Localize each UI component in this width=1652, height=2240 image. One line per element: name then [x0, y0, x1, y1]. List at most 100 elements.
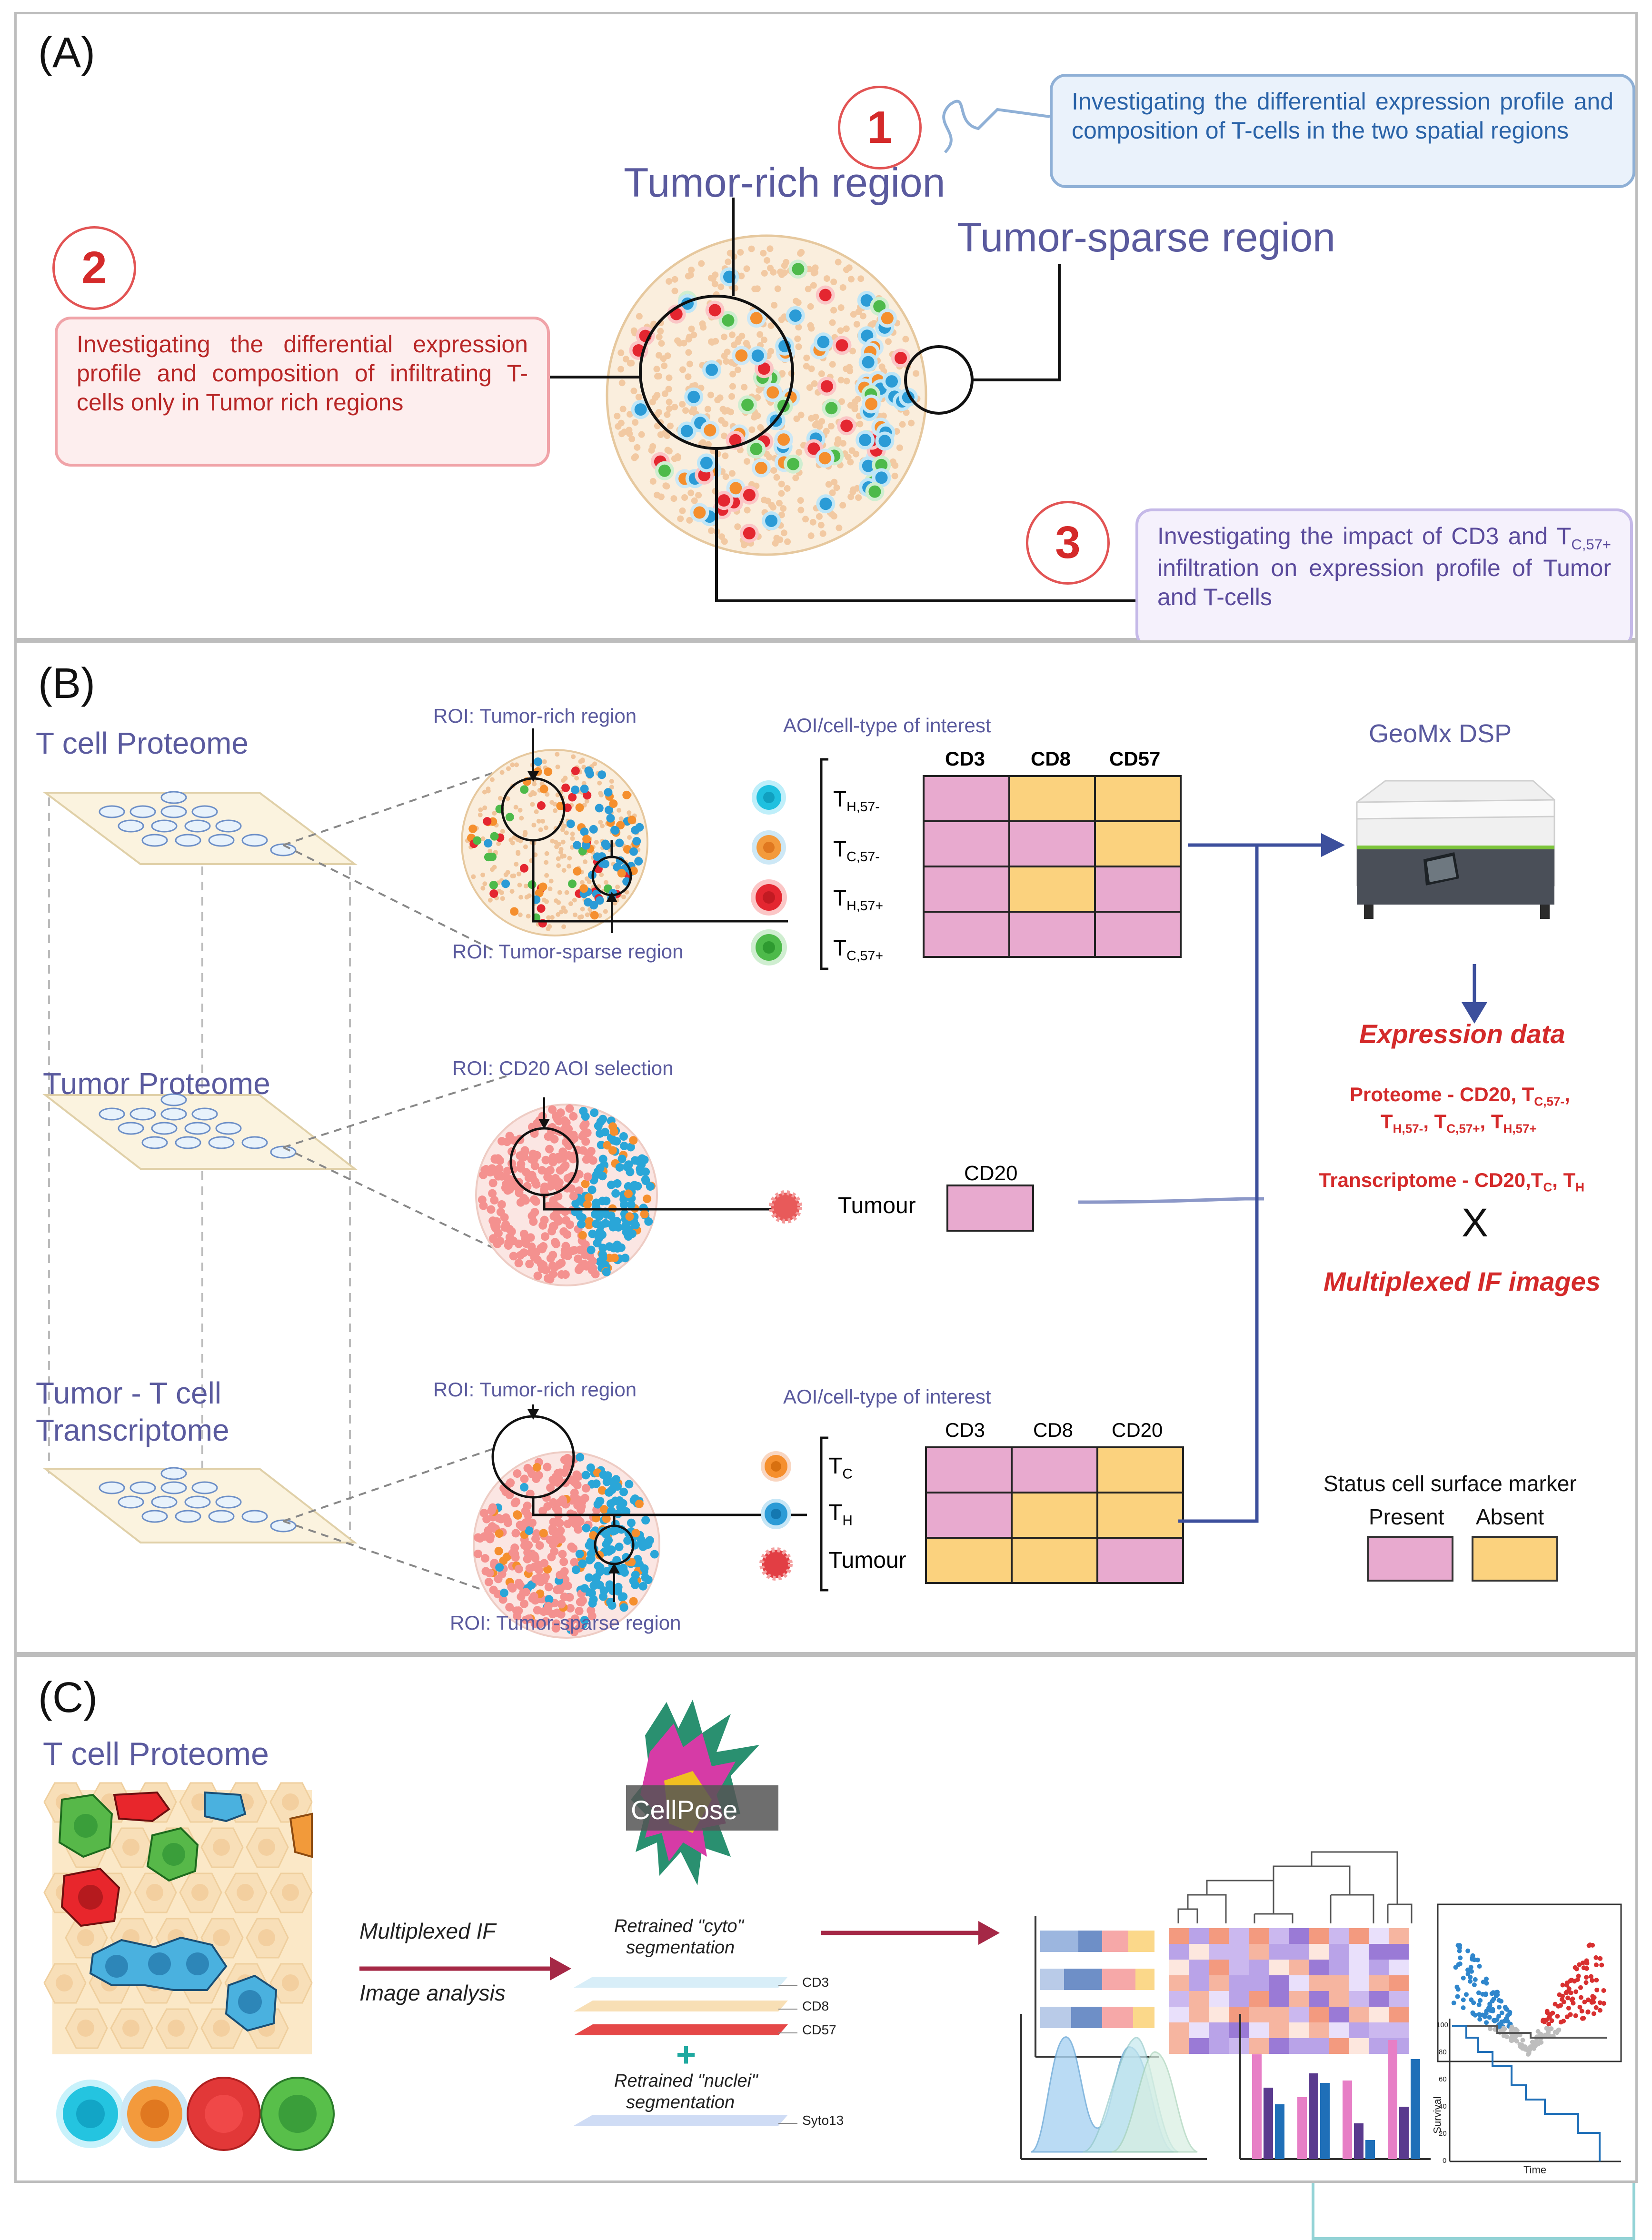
row-title-transcriptome-2: Transcriptome — [36, 1413, 229, 1447]
panel-b: (B) — [14, 640, 1638, 2240]
nuclei-label-1: Retrained "nuclei" — [614, 2071, 758, 2091]
row-label: TH,57+ — [833, 886, 883, 914]
layer-label-cd57: CD57 — [802, 2022, 836, 2037]
roi-label: ROI: Tumor-sparse region — [450, 1612, 681, 1634]
panel-c-title: T cell Proteome — [43, 1736, 269, 1772]
slide-regions — [99, 791, 297, 1533]
flow-arrows — [1078, 833, 1487, 1523]
objective-box-3: Investigating the impact of CD3 and TC,5… — [1135, 508, 1633, 649]
panel-c-label: (C) — [38, 1674, 98, 1722]
tumor-sparse-label: Tumor-sparse region — [957, 215, 1335, 260]
stacked-bar-plot — [1035, 1916, 1159, 2058]
objective-box-1: Investigating the differential expressio… — [1050, 74, 1635, 188]
survival-tick: 0 — [1443, 2157, 1447, 2165]
geomx-title: GeoMx DSP — [1369, 719, 1512, 748]
row-label: Tumour — [828, 1548, 906, 1573]
panel-b-label: (B) — [38, 660, 95, 707]
roi-label: ROI: Tumor-sparse region — [452, 940, 684, 963]
row-label: TH — [828, 1500, 853, 1529]
layer-label-cd3: CD3 — [802, 1975, 829, 1990]
objective-text-3-sub: C,57+ — [1571, 536, 1611, 553]
cyto-label-1: Retrained "cyto" — [614, 1916, 744, 1936]
layer-label-cd8: CD8 — [802, 1999, 829, 2013]
survival-tick: 100 — [1436, 2021, 1449, 2029]
panel-a-label: (A) — [38, 29, 95, 77]
table-header: CD20 — [1112, 1419, 1163, 1441]
multiplexed-if-title: Multiplexed IF images — [1324, 1266, 1601, 1296]
arrow-label-2: Image analysis — [359, 1981, 506, 2005]
arrow-label-1: Multiplexed IF — [359, 1919, 496, 1943]
tumor-rich-label: Tumor-rich region — [624, 160, 945, 206]
survival-tick: 40 — [1439, 2102, 1447, 2111]
row-label: Tumour — [838, 1193, 916, 1218]
survival-tick: 80 — [1439, 2048, 1447, 2056]
geomx-instrument-icon — [1356, 780, 1555, 919]
times-symbol: X — [1462, 1200, 1489, 1245]
segmentation-layers — [574, 1977, 797, 2126]
cellpose-logo-icon — [626, 1700, 778, 1885]
objective-text-3-post: infiltration on expression profile of Tu… — [1157, 554, 1611, 610]
nuclei-label-2: segmentation — [626, 2092, 735, 2112]
aoi-title: AOI/cell-type of interest — [783, 714, 991, 737]
panel-c: (C) T cell Proteome — [14, 1654, 1638, 2183]
table-header: CD8 — [1033, 1419, 1074, 1441]
row-title-t-cell-proteome: T cell Proteome — [36, 726, 249, 760]
panel-b-graphics — [42, 728, 1558, 1639]
table-header: CD20 — [964, 1162, 1018, 1185]
connector-line — [715, 448, 1135, 602]
legend-present-swatch — [1367, 1536, 1453, 1582]
cell-type-legend — [56, 2077, 335, 2151]
connector-line — [972, 264, 1061, 381]
survival-tick: 20 — [1439, 2130, 1447, 2138]
tissue-cells — [614, 245, 921, 548]
table-header: CD3 — [945, 747, 985, 770]
number-badge-1: 1 — [838, 86, 922, 169]
survival-tick: 60 — [1439, 2075, 1447, 2083]
transcriptome-line: Transcriptome - CD20,TC, TH — [1319, 1169, 1585, 1195]
number-badge-2: 2 — [52, 226, 136, 310]
density-plot — [1020, 2014, 1207, 2160]
panel-c-graphics — [43, 1700, 1622, 2162]
table-header: CD8 — [1031, 747, 1071, 770]
marker-table-tumor-proteome — [946, 1185, 1034, 1232]
legend-absent-label: Absent — [1476, 1504, 1544, 1529]
legend-title: Status cell surface marker — [1324, 1471, 1577, 1496]
legend-present-label: Present — [1369, 1504, 1444, 1529]
marker-table-t-cell-proteome — [923, 775, 1182, 958]
row-label: TC — [828, 1454, 853, 1482]
expression-data-title: Expression data — [1359, 1019, 1565, 1049]
proteome-line-2: TH,57-, TC,57+, TH,57+ — [1381, 1110, 1537, 1136]
table-header: CD3 — [945, 1419, 985, 1441]
survival-plot — [1449, 2019, 1621, 2162]
panel-a: (A) Tumor-rich region Tumor-sparse regio… — [14, 12, 1638, 649]
roi-label: ROI: CD20 AOI selection — [452, 1057, 674, 1079]
objective-text-1: Investigating the differential expressio… — [1072, 88, 1613, 144]
heatmap-plot — [1169, 1851, 1413, 2054]
objective-text-3-pre: Investigating the impact of CD3 and T — [1157, 523, 1572, 549]
squiggle-connector — [942, 100, 1050, 154]
marker-table-transcriptome — [925, 1446, 1184, 1584]
objective-box-2: Investigating the differential expressio… — [55, 317, 550, 467]
cell-type-icons — [751, 780, 802, 1581]
plus-sign: + — [676, 2036, 697, 2074]
proteome-line-1: Proteome - CD20, TC,57-, — [1350, 1083, 1570, 1109]
row-label: TC,57- — [833, 836, 880, 865]
cyto-label-2: segmentation — [626, 1938, 735, 1958]
slide-stack — [42, 770, 508, 1596]
number-badge-3: 3 — [1026, 501, 1110, 585]
survival-xlabel: Time — [1523, 2164, 1547, 2176]
cellpose-label: CellPose — [631, 1795, 738, 1825]
row-title-tumor-proteome: Tumor Proteome — [43, 1066, 270, 1101]
legend-absent-swatch — [1472, 1536, 1558, 1582]
aoi-title: AOI/cell-type of interest — [783, 1385, 991, 1408]
roi-label: ROI: Tumor-rich region — [433, 1378, 637, 1401]
row-label: TC,57+ — [833, 936, 883, 964]
row-title-transcriptome-1: Tumor - T cell — [36, 1376, 221, 1410]
table-header: CD57 — [1109, 747, 1161, 770]
panel-a-graphics — [550, 100, 1135, 602]
row-label: TH,57- — [833, 786, 880, 815]
objective-text-2: Investigating the differential expressio… — [77, 331, 528, 416]
grouped-bar-plot — [1239, 2014, 1431, 2160]
multiplexed-if-tile — [43, 1782, 313, 2054]
layer-label-syto13: Syto13 — [802, 2113, 844, 2128]
